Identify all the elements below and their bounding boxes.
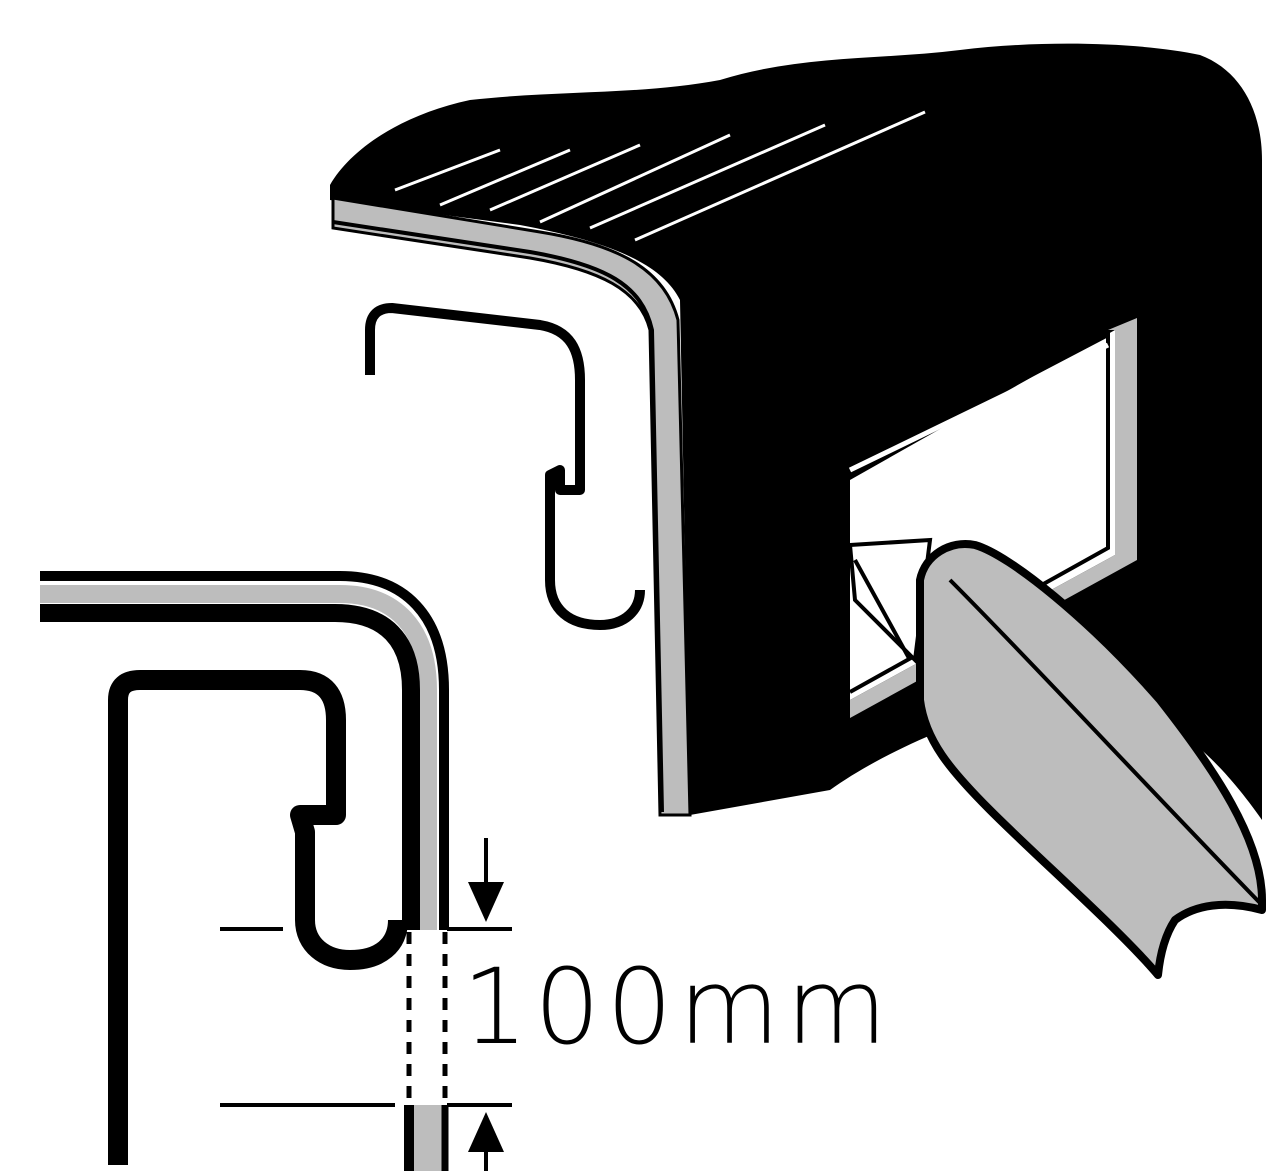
removed-segment-dashes: [406, 932, 448, 1103]
perspective-view: [330, 43, 1266, 979]
clip-profile-upper: [365, 303, 645, 630]
section-panel-stub-grey: [411, 1105, 444, 1171]
panel-edge-strip: [331, 196, 692, 817]
surface-hatch-lines: [394, 110, 926, 242]
panel-edge-line: [332, 220, 664, 813]
screwdriver-blade: [847, 537, 933, 665]
section-panel-grey: [40, 585, 437, 930]
clip-profile-section: [108, 670, 408, 1165]
section-view: [40, 571, 512, 1171]
dimension-arrow-up-icon: [468, 1112, 504, 1171]
screwdriver-handle-ridge: [948, 578, 1264, 907]
dimension-arrow-down-icon: [468, 838, 504, 922]
section-panel-inner: [40, 604, 420, 930]
screwdriver-handle: [916, 540, 1266, 979]
screwdriver-blade-line: [853, 559, 912, 661]
section-panel-outer: [40, 571, 449, 930]
dimension-label: 100mm: [462, 946, 894, 1068]
opening-white-rail: [848, 342, 1110, 473]
